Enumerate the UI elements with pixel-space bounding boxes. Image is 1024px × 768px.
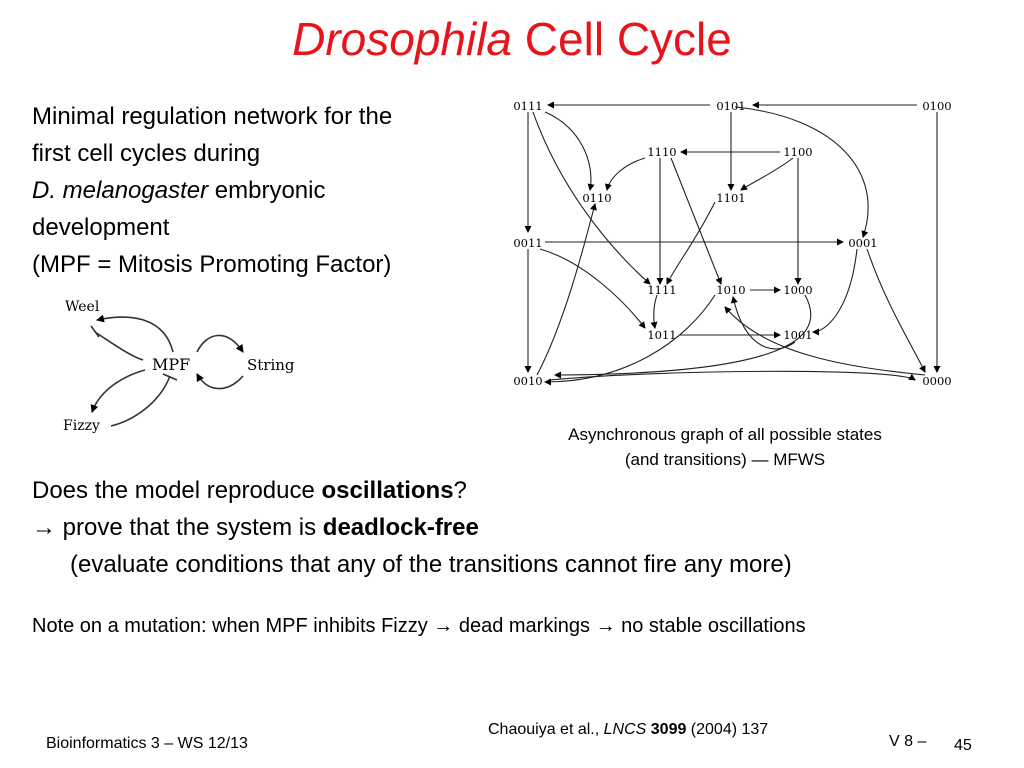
question-line2-bold: deadlock-free <box>322 514 479 541</box>
inhibit-bar-weel-mpf <box>90 325 100 338</box>
edge-0001-1001 <box>812 248 858 336</box>
state-1000: 1000 <box>783 283 812 297</box>
edge-weel-inhibits-mpf <box>94 331 144 361</box>
edge-0011-1011 <box>539 248 646 329</box>
state-0011: 0011 <box>513 236 542 250</box>
question-pre: Does the model reproduce <box>32 477 322 504</box>
caption-line-1: Asynchronous graph of all possible state… <box>568 425 882 444</box>
node-string: String <box>247 356 295 374</box>
graph-node-labels: 0111 0101 0100 1110 1100 0110 1101 0011 … <box>513 99 951 388</box>
regulatory-network-diagram: Weel MPF String Fizzy <box>63 299 295 434</box>
citation-rest: (2004) 137 <box>686 721 769 738</box>
state-1001: 1001 <box>783 328 812 342</box>
edge-1100-1101 <box>740 157 794 191</box>
question-line2-pre: → prove that the system is <box>32 514 323 541</box>
edge-0111-0110 <box>544 111 595 191</box>
edge-0101-0001 <box>734 106 869 238</box>
state-0100: 0100 <box>922 99 951 113</box>
state-transition-graph: 0111 0101 0100 1110 1100 0110 1101 0011 … <box>513 99 951 388</box>
question-line-3: (evaluate conditions that any of the tra… <box>70 551 792 578</box>
title-rest: Cell Cycle <box>512 13 732 65</box>
edge-1101-1111 <box>666 201 716 285</box>
state-1111: 1111 <box>647 283 676 297</box>
edge-1110-0110 <box>604 157 646 191</box>
species-name: D. melanogaster <box>32 177 209 204</box>
state-1010: 1010 <box>716 283 745 297</box>
slide-title: Drosophila Cell Cycle <box>0 12 1024 66</box>
edge-mpf-to-fizzy <box>90 369 146 413</box>
intro-text: Minimal regulation network for the first… <box>32 98 482 283</box>
intro-line-1: Minimal regulation network for the <box>32 103 393 130</box>
node-mpf: MPF <box>152 355 190 374</box>
state-1110: 1110 <box>647 145 676 159</box>
state-0000: 0000 <box>922 374 951 388</box>
edge-1010-0010 <box>544 294 716 386</box>
page-number: 45 <box>954 737 972 754</box>
title-italic: Drosophila <box>292 13 513 65</box>
graph-edges <box>524 101 941 386</box>
state-1101: 1101 <box>716 191 745 205</box>
question-bold: oscillations <box>321 477 454 504</box>
graph-caption: Asynchronous graph of all possible state… <box>520 422 930 472</box>
node-weel: Weel <box>65 299 100 315</box>
edge-string-to-mpf <box>196 373 244 390</box>
state-0111: 0111 <box>513 99 542 113</box>
edge-0010-0110 <box>536 203 597 376</box>
question-line-2: → prove that the system is deadlock-free <box>32 509 932 546</box>
state-0110: 0110 <box>582 191 611 205</box>
edge-0000-1010 <box>724 306 926 376</box>
intro-line-4: development <box>32 214 170 241</box>
mutation-note: Note on a mutation: when MPF inhibits Fi… <box>32 615 806 637</box>
edge-0111-1111 <box>532 111 651 285</box>
edge-1110-1010 <box>670 157 723 285</box>
edge-mpf-to-string <box>196 334 244 353</box>
edge-fizzy-inhibits-mpf <box>110 375 171 427</box>
intro-line-3-rest: embryonic <box>208 177 326 204</box>
citation-authors: Chaouiya et al., <box>488 721 604 738</box>
state-0001: 0001 <box>848 236 877 250</box>
edge-1000-0010 <box>554 294 812 379</box>
edge-1111-1011 <box>650 294 658 329</box>
question-post: ? <box>453 477 467 504</box>
state-0010: 0010 <box>513 374 542 388</box>
edge-0001-0000 <box>866 248 926 373</box>
question-block: Does the model reproduce oscillations? →… <box>32 472 932 583</box>
intro-line-5: (MPF = Mitosis Promoting Factor) <box>32 251 392 278</box>
intro-line-2: first cell cycles during <box>32 140 261 167</box>
question-line-1: Does the model reproduce oscillations? <box>32 472 932 509</box>
intro-line-3: D. melanogaster embryonic <box>32 172 482 209</box>
footer-lecture: V 8 – <box>889 733 927 750</box>
citation: Chaouiya et al., LNCS 3099 (2004) 137 <box>488 721 768 739</box>
state-1011: 1011 <box>647 328 676 342</box>
citation-volume: 3099 <box>650 721 687 738</box>
citation-journal: LNCS <box>603 721 647 738</box>
inhibit-bar-fizzy-mpf <box>162 373 178 381</box>
footer-course: Bioinformatics 3 – WS 12/13 <box>46 735 248 752</box>
state-1100: 1100 <box>783 145 812 159</box>
state-0101: 0101 <box>716 99 745 113</box>
edge-0010-0000 <box>549 370 916 381</box>
edge-1001-1010 <box>730 296 796 350</box>
caption-line-2: (and transitions) — MFWS <box>624 450 826 469</box>
edge-mpf-to-weel <box>96 314 174 353</box>
node-fizzy: Fizzy <box>63 418 100 434</box>
